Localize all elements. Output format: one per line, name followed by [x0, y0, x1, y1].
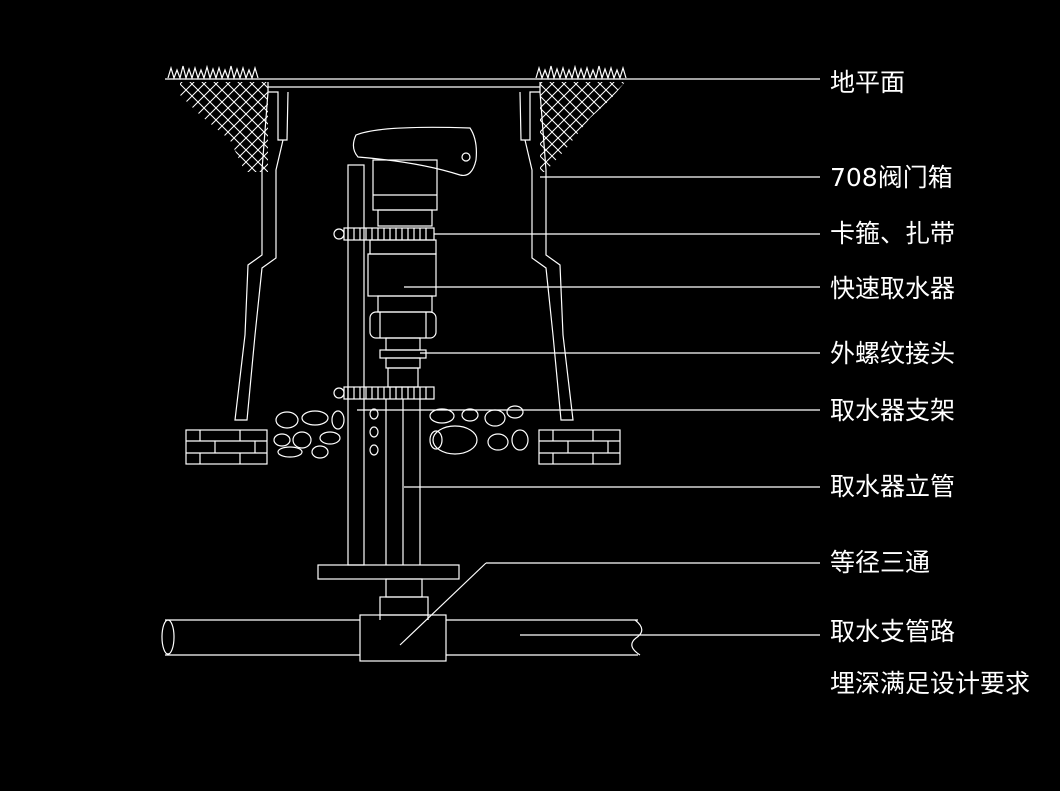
label-valve-box: 708阀门箱 [830, 163, 953, 192]
gravel-center [369, 408, 379, 456]
bracket-post [347, 164, 365, 566]
support-plate [317, 564, 460, 580]
soil-hatch-left [180, 82, 268, 172]
gravel-right [429, 405, 529, 455]
clamp-upper [333, 227, 435, 241]
equal-tee [359, 614, 447, 662]
label-depth-note: 埋深满足设计要求 [830, 669, 1030, 698]
gravel-left [273, 410, 345, 459]
valve-box [234, 82, 574, 421]
branch-pipe [161, 619, 643, 656]
label-male-adapter: 外螺纹接头 [830, 339, 955, 368]
label-quick-coupler: 快速取水器 [830, 274, 955, 303]
brick-base-right [538, 429, 621, 465]
grass-right [535, 64, 627, 81]
label-branch-pipe: 取水支管路 [830, 617, 955, 646]
grass-left [167, 64, 259, 81]
label-tee: 等径三通 [830, 548, 930, 577]
label-bracket: 取水器支架 [830, 396, 955, 425]
riser-pipe [385, 399, 421, 565]
male-thread-adapter [379, 337, 427, 388]
label-clamp: 卡箍、扎带 [830, 219, 955, 248]
brick-base-left [185, 429, 268, 465]
quick-coupler-key [352, 126, 477, 227]
soil-hatch-right [540, 82, 625, 172]
quick-coupler-body [367, 239, 437, 339]
label-ground: 地平面 [830, 68, 905, 97]
clamp-lower [333, 386, 435, 400]
leader-lines [357, 176, 820, 646]
riser-bottom [379, 578, 429, 616]
label-riser: 取水器立管 [830, 472, 955, 501]
